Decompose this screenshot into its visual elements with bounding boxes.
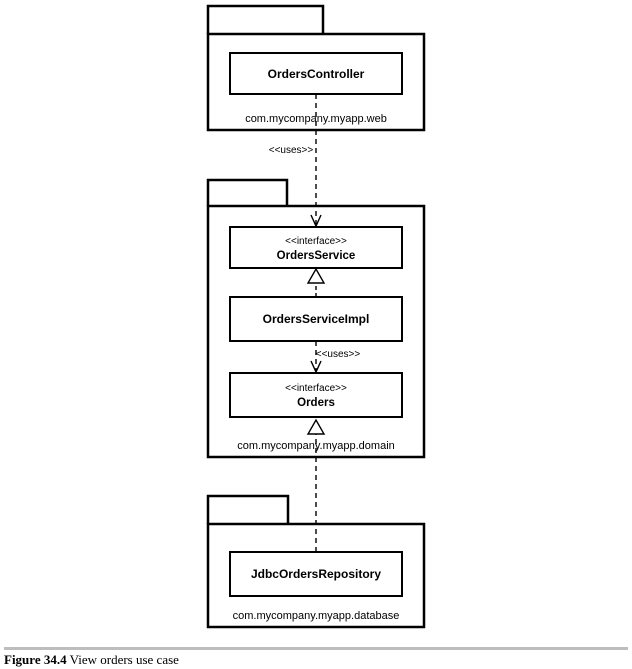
figure-caption: Figure 34.4 View orders use case bbox=[4, 652, 179, 668]
hollow-triangle-icon bbox=[306, 267, 326, 284]
relation-impl-uses-orders: <<uses>> bbox=[310, 341, 361, 374]
hollow-triangle-icon bbox=[306, 418, 326, 435]
relation-repository-realizes-orders bbox=[306, 418, 326, 552]
package-domain-tab bbox=[206, 178, 289, 206]
class-orders-service-impl-name: OrdersServiceImpl bbox=[263, 312, 370, 326]
relation-controller-uses-service-label: <<uses>> bbox=[269, 145, 314, 156]
class-orders-stereotype: <<interface>> bbox=[285, 383, 347, 394]
class-jdbc-orders-repository-name: JdbcOrdersRepository bbox=[251, 567, 381, 581]
figure-number: Figure 34.4 bbox=[4, 652, 67, 667]
class-orders-name: Orders bbox=[297, 397, 335, 409]
class-orders-service: <<interface>> OrdersService bbox=[229, 226, 403, 269]
class-orders-service-stereotype: <<interface>> bbox=[285, 236, 347, 247]
relation-impl-realizes-service bbox=[306, 267, 326, 297]
class-jdbc-orders-repository: JdbcOrdersRepository bbox=[229, 551, 403, 597]
package-web-tab bbox=[206, 4, 325, 34]
class-orders-service-impl: OrdersServiceImpl bbox=[229, 296, 403, 342]
class-orders-service-name: OrdersService bbox=[277, 250, 356, 262]
package-database-name: com.mycompany.myapp.database bbox=[233, 610, 400, 622]
package-database-tab bbox=[206, 494, 290, 524]
package-domain-name: com.mycompany.myapp.domain bbox=[237, 440, 395, 452]
caption-divider bbox=[4, 647, 628, 650]
open-arrowhead-icon bbox=[310, 360, 322, 374]
relation-impl-uses-orders-label: <<uses>> bbox=[316, 349, 361, 360]
figure-caption-text: View orders use case bbox=[66, 652, 179, 667]
class-orders: <<interface>> Orders bbox=[229, 372, 403, 418]
open-arrowhead-icon bbox=[310, 214, 322, 228]
class-orders-controller: OrdersController bbox=[229, 52, 403, 95]
package-web-name: com.mycompany.myapp.web bbox=[245, 113, 387, 125]
class-orders-controller-name: OrdersController bbox=[268, 67, 365, 81]
relation-controller-uses-service: <<uses>> bbox=[269, 94, 322, 228]
